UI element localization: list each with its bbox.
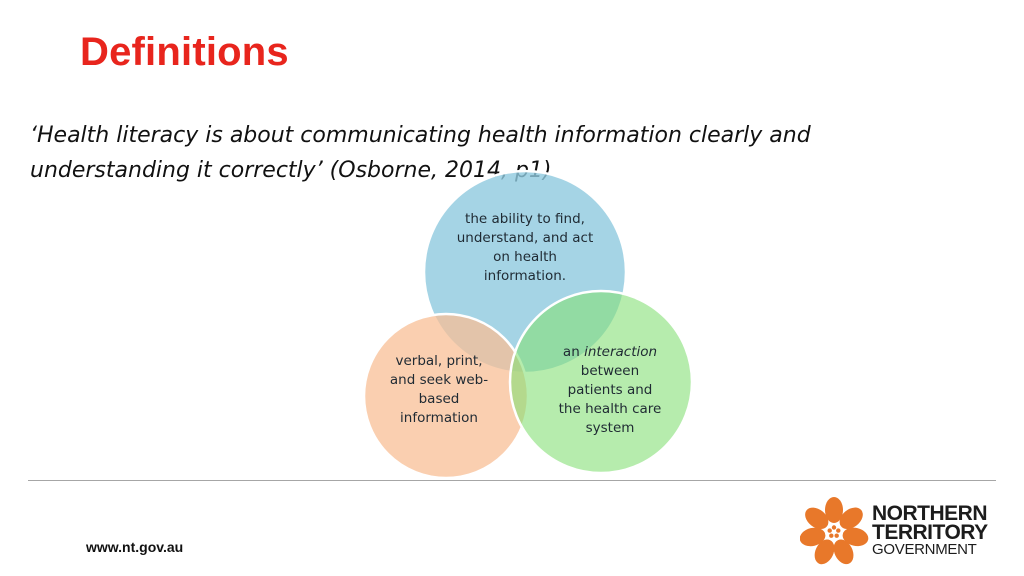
venn-label-right-line1: an interaction — [562, 344, 658, 360]
footer-url[interactable]: www.nt.gov.au — [86, 539, 184, 555]
quote-line-1: ‘Health literacy is about communicating … — [30, 123, 811, 148]
venn-circle-right — [508, 289, 694, 475]
logo-wordmark: NORTHERN TERRITORY GOVERNMENT — [872, 502, 988, 558]
venn-label-top: the ability to find, understand, and act… — [456, 211, 594, 284]
nt-government-logo: NORTHERN TERRITORY GOVERNMENT — [799, 496, 1000, 568]
venn-label-right: an interaction between patients and the … — [545, 343, 675, 438]
venn-circles — [362, 169, 694, 480]
desert-rose-icon — [799, 497, 869, 565]
footer-divider — [28, 480, 996, 481]
slide-title: Definitions — [80, 30, 289, 74]
venn-diagram: the ability to find, understand, and act… — [360, 160, 700, 485]
quote-line-2: understanding it correctly’ (Osborne, 20… — [30, 158, 552, 183]
definition-quote: ‘Health literacy is about communicating … — [30, 118, 930, 188]
venn-label-left: verbal, print, and seek web- based infor… — [389, 353, 489, 426]
